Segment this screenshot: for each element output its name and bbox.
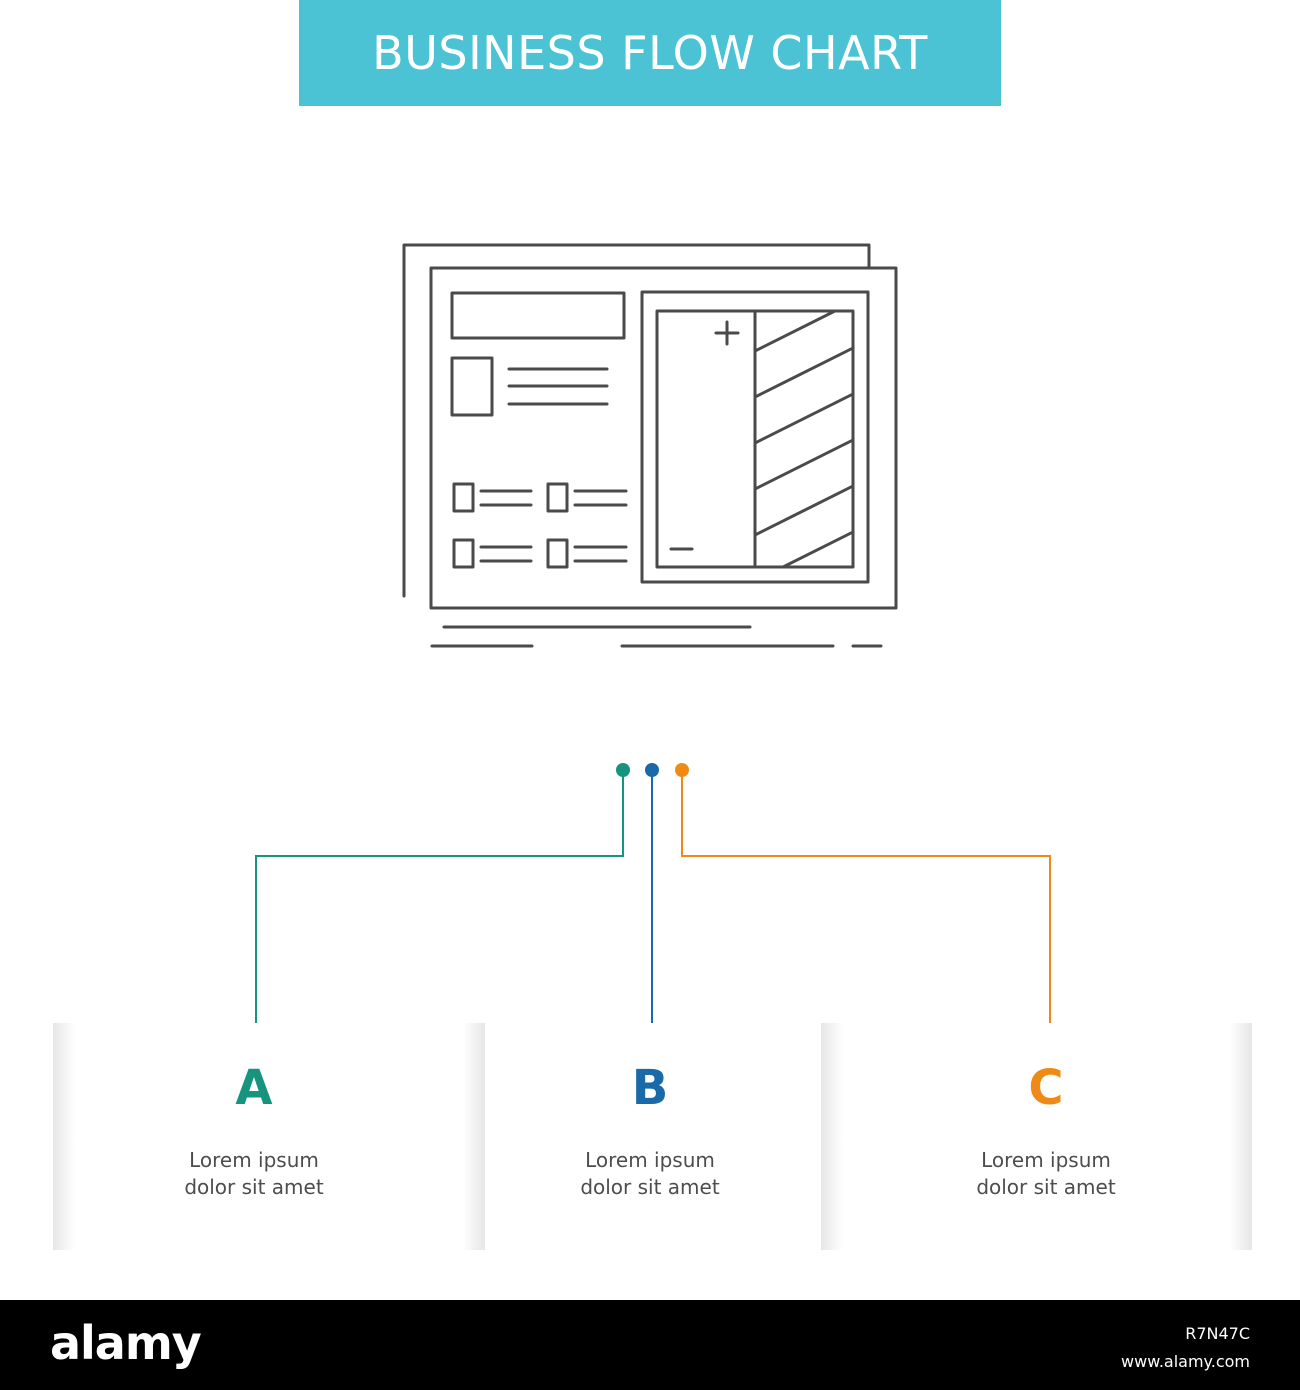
connector-a (255, 770, 624, 1035)
step-b-letter: B (631, 1060, 669, 1116)
connector-lines (255, 770, 1051, 1035)
step-c-letter: C (1028, 1060, 1064, 1116)
step-c-line1: Lorem ipsum (981, 1148, 1111, 1172)
image-info: R7N47C www.alamy.com (1121, 1320, 1250, 1376)
dot-b (645, 763, 659, 777)
page-title: BUSINESS FLOW CHART (372, 26, 928, 80)
connector-c (681, 770, 1051, 1035)
step-a-letter: A (235, 1060, 273, 1116)
step-b-text: Lorem ipsum dolor sit amet (530, 1147, 770, 1201)
alamy-logo: alamy (50, 1316, 202, 1370)
step-a-line1: Lorem ipsum (189, 1148, 319, 1172)
dot-c (675, 763, 689, 777)
step-panel-a (53, 1023, 485, 1250)
step-a-text: Lorem ipsum dolor sit amet (134, 1147, 374, 1201)
image-id: R7N47C (1185, 1324, 1250, 1343)
step-panel-c (821, 1023, 1252, 1250)
step-panel-b (485, 1023, 821, 1250)
site-url: www.alamy.com (1121, 1352, 1250, 1371)
step-b-line2: dolor sit amet (580, 1175, 720, 1199)
blueprint-layout-icon (402, 243, 898, 648)
step-c-line2: dolor sit amet (976, 1175, 1116, 1199)
connector-dots (616, 763, 689, 777)
title-banner: BUSINESS FLOW CHART (299, 0, 1001, 106)
dot-a (616, 763, 630, 777)
step-c-text: Lorem ipsum dolor sit amet (926, 1147, 1166, 1201)
footer-bar: alamy R7N47C www.alamy.com (0, 1300, 1300, 1390)
step-b-line1: Lorem ipsum (585, 1148, 715, 1172)
step-a-line2: dolor sit amet (184, 1175, 324, 1199)
